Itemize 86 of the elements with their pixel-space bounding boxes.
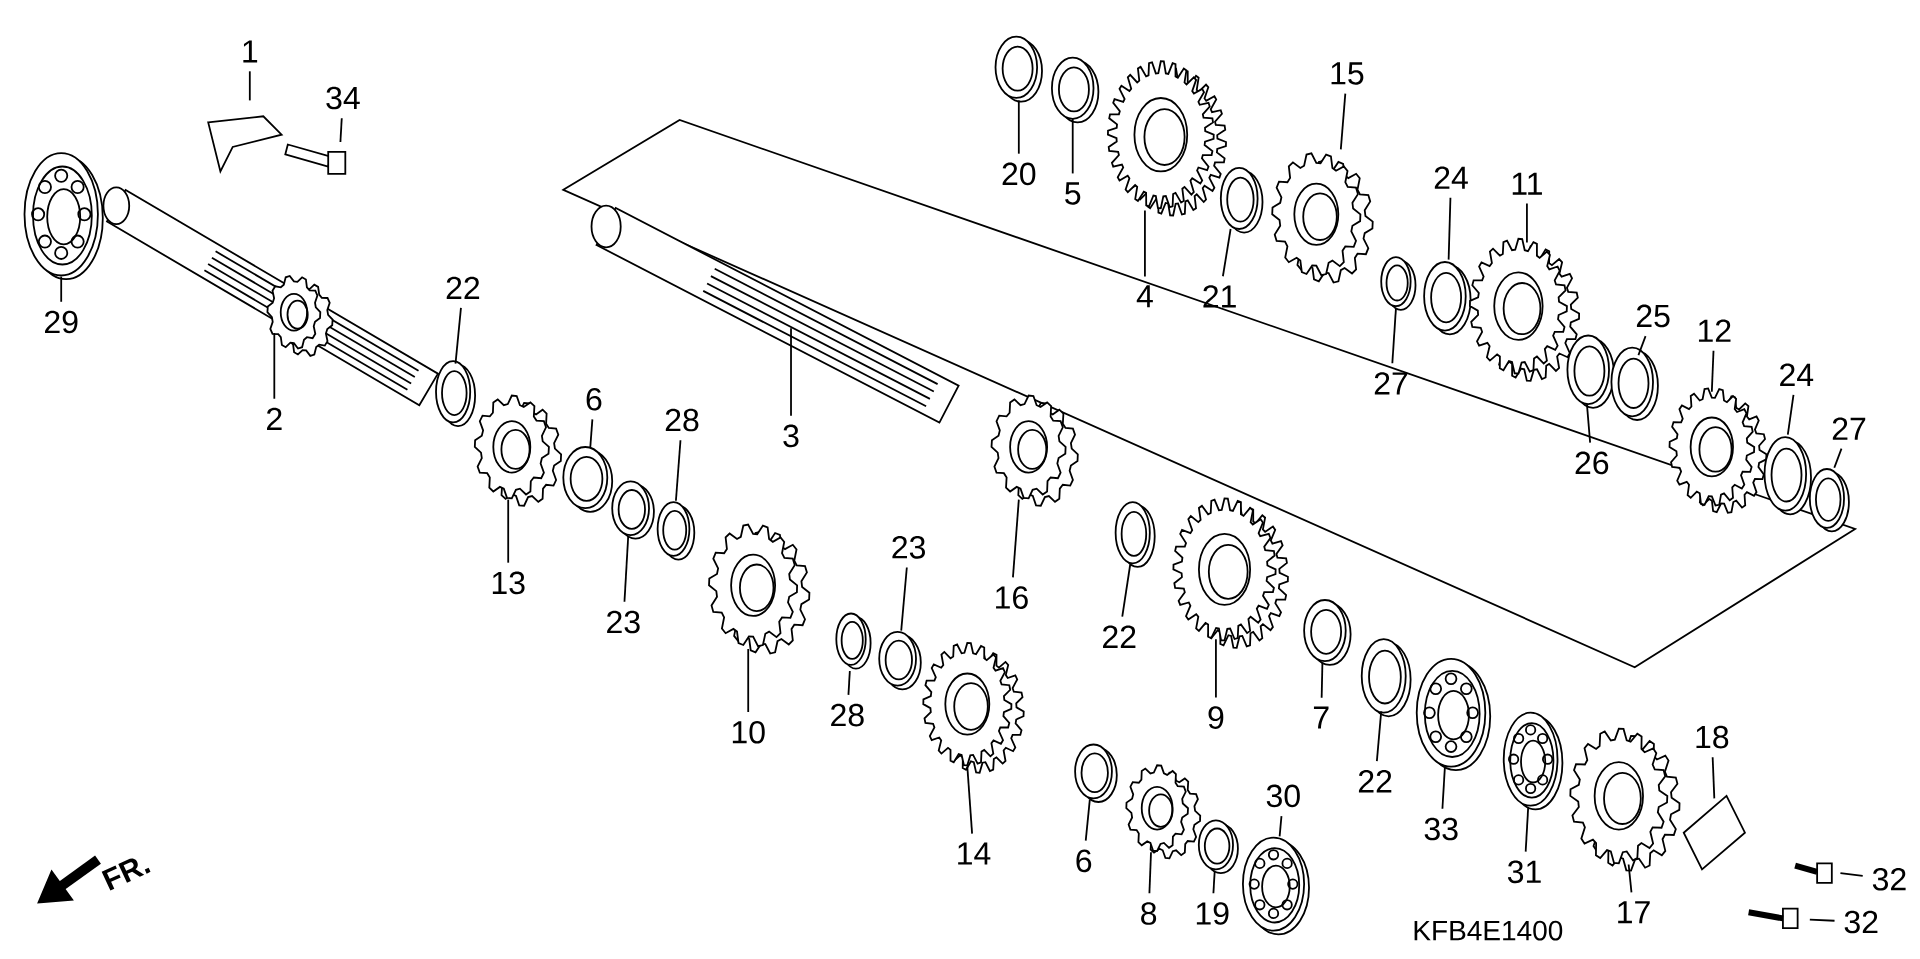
- leader-line: [623, 535, 630, 603]
- callout-number: 34: [326, 86, 360, 110]
- callout-number: 11: [1512, 172, 1542, 195]
- leader-line: [966, 765, 973, 835]
- leader-line: [1084, 798, 1091, 842]
- leader-line: [790, 327, 792, 417]
- callout-number: 32: [1844, 910, 1878, 934]
- leader-line: [1320, 661, 1324, 699]
- leader-line: [1586, 403, 1592, 444]
- leader-line: [1121, 563, 1132, 618]
- callout-number: 22: [1103, 625, 1136, 648]
- callout-number: 4: [1136, 285, 1153, 308]
- callout-number: 14: [958, 842, 991, 865]
- callout-number: 6: [586, 387, 602, 411]
- callout-number: 22: [446, 276, 480, 299]
- leader-line: [1148, 851, 1152, 895]
- leader-line: [1144, 209, 1146, 278]
- leader-line: [1627, 863, 1633, 894]
- callout-number: 28: [831, 703, 864, 727]
- leader-line: [1526, 202, 1528, 244]
- callout-number: 18: [1696, 725, 1729, 749]
- callout-number: 5: [1065, 182, 1081, 205]
- callout-number: 29: [45, 310, 78, 334]
- part-code: KFB4E1400: [1414, 920, 1563, 941]
- leader-line: [1012, 498, 1020, 579]
- leader-line: [1786, 393, 1795, 436]
- callout-number: 33: [1424, 817, 1458, 841]
- callout-number: 23: [892, 536, 925, 559]
- callout-number: 25: [1636, 304, 1670, 328]
- callout-number: 6: [1076, 849, 1092, 873]
- callout-number: 12: [1698, 319, 1731, 342]
- callout-number: 16: [996, 586, 1028, 609]
- leader-line: [1833, 447, 1843, 469]
- leader-line: [1524, 806, 1530, 853]
- leader-line: [1711, 756, 1716, 800]
- leader-line: [747, 648, 750, 713]
- leader-line: [1447, 196, 1452, 261]
- callout-number: 27: [1832, 417, 1866, 440]
- leader-line: [1839, 872, 1864, 877]
- callout-number: 19: [1196, 902, 1229, 925]
- leader-line: [339, 117, 343, 143]
- callout-number: 32: [1872, 867, 1906, 891]
- leader-line: [1391, 307, 1397, 365]
- leader-line: [1071, 117, 1074, 175]
- callout-number: 24: [1780, 363, 1814, 386]
- callout-number: 27: [1374, 372, 1408, 395]
- callout-number: 20: [1002, 162, 1036, 186]
- leader-line: [1441, 765, 1446, 810]
- callout-number: 30: [1266, 784, 1300, 808]
- leader-line: [248, 70, 251, 102]
- callout-number: 13: [492, 571, 525, 595]
- leader-line: [1017, 99, 1020, 155]
- leader-line: [847, 670, 851, 696]
- callout-number: 31: [1507, 860, 1541, 884]
- leader-line: [1278, 815, 1283, 838]
- leader-line: [454, 307, 462, 365]
- leader-line: [1710, 349, 1715, 393]
- leader-line: [507, 498, 510, 564]
- callout-number: 3: [783, 424, 799, 448]
- callout-number: 15: [1331, 62, 1364, 85]
- callout-number: 2: [267, 407, 282, 430]
- leader-line: [1212, 869, 1216, 895]
- callout-number: 9: [1208, 706, 1224, 729]
- callout-number: 22: [1358, 770, 1392, 793]
- leader-line: [675, 439, 682, 502]
- leader-line: [900, 566, 908, 632]
- leader-line: [1339, 92, 1347, 151]
- callout-number: 1: [243, 40, 258, 63]
- callout-number: 23: [607, 610, 640, 634]
- leader-line: [1375, 710, 1383, 763]
- leader-line: [273, 332, 276, 400]
- callout-number: 28: [665, 408, 699, 432]
- callout-number: 17: [1618, 901, 1650, 924]
- callout-number: 21: [1203, 285, 1236, 308]
- callout-number: 26: [1575, 451, 1609, 475]
- direction-label: FR.: [101, 858, 151, 891]
- callout-number: 10: [732, 720, 765, 744]
- callout-number: 8: [1141, 902, 1157, 925]
- leader-line: [60, 275, 63, 303]
- leader-line: [589, 418, 594, 450]
- callout-number: 7: [1313, 706, 1329, 729]
- leader-line: [1637, 335, 1647, 356]
- callout-number: 24: [1434, 166, 1468, 189]
- leader-line: [1215, 638, 1217, 699]
- leader-line: [1808, 918, 1836, 922]
- leader-line: [1222, 228, 1232, 278]
